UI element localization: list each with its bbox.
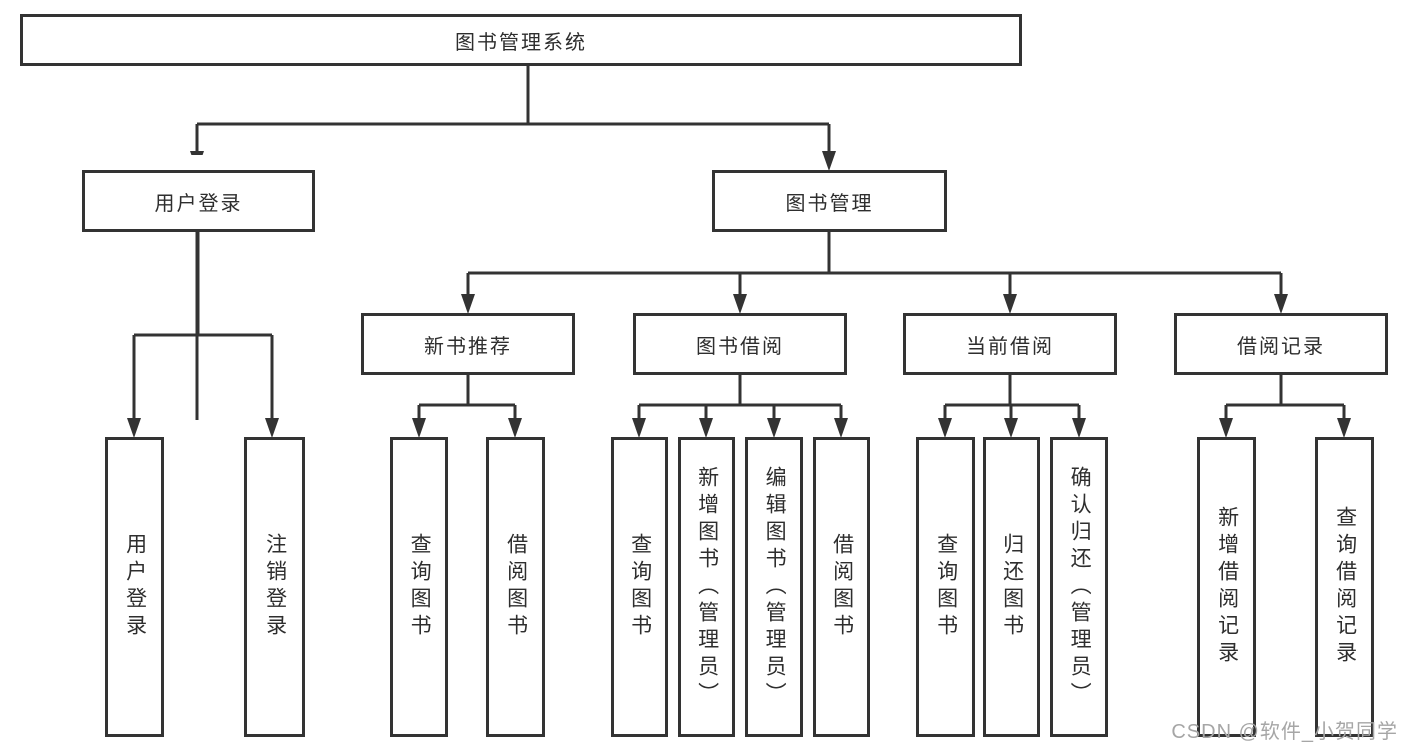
leaf-borrow-books-recommend: 借阅图书 [486,437,545,737]
connector-records-to-leaves [1219,375,1351,438]
node-user-login-label: 用户登录 [154,192,243,215]
leaf-confirm-return-admin-label: 确认归还（管理员） [1068,465,1092,709]
node-user-login: 用户登录 [82,170,315,232]
leaf-return-book: 归还图书 [983,437,1040,737]
leaf-query-books-recommend: 查询图书 [390,437,448,737]
csdn-watermark: CSDN @软件_小贺同学 [1171,721,1398,743]
node-current-borrow: 当前借阅 [903,313,1117,375]
node-root: 图书管理系统 [20,14,1022,66]
leaf-return-book-label: 归还图书 [1000,533,1024,641]
node-borrow-records-label: 借阅记录 [1237,335,1325,358]
leaf-logout: 注销登录 [244,437,305,737]
leaf-query-borrow-record: 查询借阅记录 [1315,437,1374,737]
node-root-label: 图书管理系统 [455,31,587,54]
leaf-user-login-label: 用户登录 [123,533,147,641]
node-book-borrow: 图书借阅 [633,313,847,375]
leaf-add-borrow-record: 新增借阅记录 [1197,437,1256,737]
node-new-book-recommend: 新书推荐 [361,313,575,375]
leaf-edit-book-admin-label: 编辑图书（管理员） [763,465,787,709]
node-book-mgmt: 图书管理 [712,170,947,232]
node-current-borrow-label: 当前借阅 [966,335,1054,358]
node-borrow-records: 借阅记录 [1174,313,1388,375]
leaf-query-borrow-record-label: 查询借阅记录 [1333,506,1357,668]
leaf-user-login: 用户登录 [105,437,164,737]
leaf-borrow-books-recommend-label: 借阅图书 [504,533,528,641]
connector-bookmgmt-to-level3 [461,232,1288,314]
leaf-confirm-return-admin: 确认归还（管理员） [1050,437,1108,737]
connector-userlogin-to-leaves [127,232,279,438]
connector-current-to-leaves [938,375,1086,438]
leaf-logout-label: 注销登录 [263,533,287,641]
leaf-add-borrow-record-label: 新增借阅记录 [1215,506,1239,668]
leaf-query-books-current-label: 查询图书 [934,533,958,641]
leaf-query-books-borrow-label: 查询图书 [628,533,652,641]
leaf-query-books-recommend-label: 查询图书 [408,533,432,641]
leaf-query-books-borrow: 查询图书 [611,437,668,737]
leaf-borrow-books-borrow-label: 借阅图书 [830,533,854,641]
connector-borrow-to-leaves [632,375,848,438]
node-book-borrow-label: 图书借阅 [696,335,784,358]
node-new-book-recommend-label: 新书推荐 [424,335,512,358]
node-book-mgmt-label: 图书管理 [785,192,874,215]
leaf-borrow-books-borrow: 借阅图书 [813,437,870,737]
leaf-add-book-admin-label: 新增图书（管理员） [695,465,719,709]
leaf-edit-book-admin: 编辑图书（管理员） [745,437,803,737]
connector-recommend-to-leaves [412,375,522,438]
leaf-add-book-admin: 新增图书（管理员） [678,437,735,737]
leaf-query-books-current: 查询图书 [916,437,975,737]
